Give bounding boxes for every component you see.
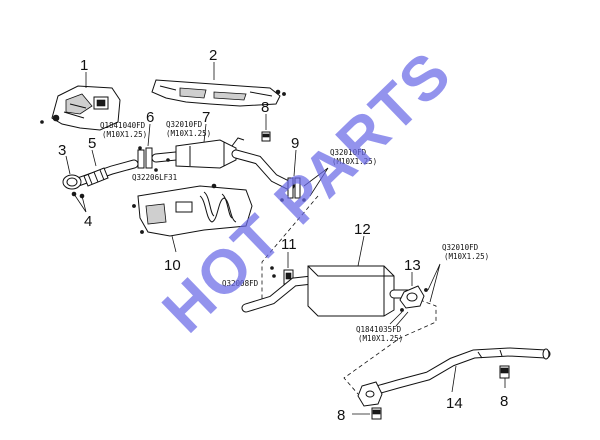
part-8-nut-lower-left xyxy=(352,407,382,420)
code-q32010fd-b-spec: (M10X1.25) xyxy=(332,157,377,166)
callout-8-lower-left: 8 xyxy=(337,407,345,424)
callout-5: 5 xyxy=(88,135,96,152)
part-5-front-pipe xyxy=(73,159,139,187)
part-13-gasket xyxy=(399,272,428,312)
code-q32206lf31: Q32206LF31 xyxy=(132,173,177,182)
part-12-muffler xyxy=(241,235,413,317)
code-q1841040fd: Q1841040FD xyxy=(100,121,146,130)
part-3-flange xyxy=(62,155,82,190)
code-q32010fd-c: Q32010FD xyxy=(442,243,479,252)
part-6-gasket xyxy=(137,123,158,172)
callout-8-upper: 8 xyxy=(261,99,269,116)
callout-14: 14 xyxy=(446,395,463,412)
callout-9: 9 xyxy=(291,135,299,152)
part-9-gasket xyxy=(280,149,306,202)
code-q32008fd: Q32008FD xyxy=(222,279,259,288)
part-14-tail-pipe xyxy=(357,347,551,407)
code-q32010fd-a-spec: (M10X1.25) xyxy=(166,129,211,138)
callout-10: 10 xyxy=(164,257,181,274)
code-q1841040fd-spec: (M10X1.25) xyxy=(102,130,147,139)
callout-11: 11 xyxy=(281,236,297,253)
part-7-catalytic-converter xyxy=(151,123,295,191)
callout-3: 3 xyxy=(58,142,66,159)
code-q1841035fd-spec: (M10X1.25) xyxy=(358,334,403,343)
part-4-bolts xyxy=(71,191,87,213)
callout-1: 1 xyxy=(80,57,88,74)
callout-2: 2 xyxy=(209,47,217,64)
part-8-nut-lower-right xyxy=(499,365,510,388)
part-1-heat-shield xyxy=(40,72,121,131)
code-q32010fd-c-spec: (M10X1.25) xyxy=(444,252,489,261)
part-10-lower-heat-shield xyxy=(132,183,253,253)
callout-12: 12 xyxy=(354,221,371,238)
part-2-upper-bracket xyxy=(151,62,286,107)
code-q32010fd-b: Q32010FD xyxy=(330,148,367,157)
callout-4: 4 xyxy=(84,213,92,230)
code-q32010fd-a: Q32010FD xyxy=(166,120,203,129)
callout-7: 7 xyxy=(202,109,210,126)
callout-6: 6 xyxy=(146,109,154,126)
part-8-nut-upper xyxy=(261,114,271,142)
callout-8-lower-right: 8 xyxy=(500,393,508,410)
callout-13: 13 xyxy=(404,257,421,274)
code-q1841035fd: Q1841035FD xyxy=(356,325,402,334)
